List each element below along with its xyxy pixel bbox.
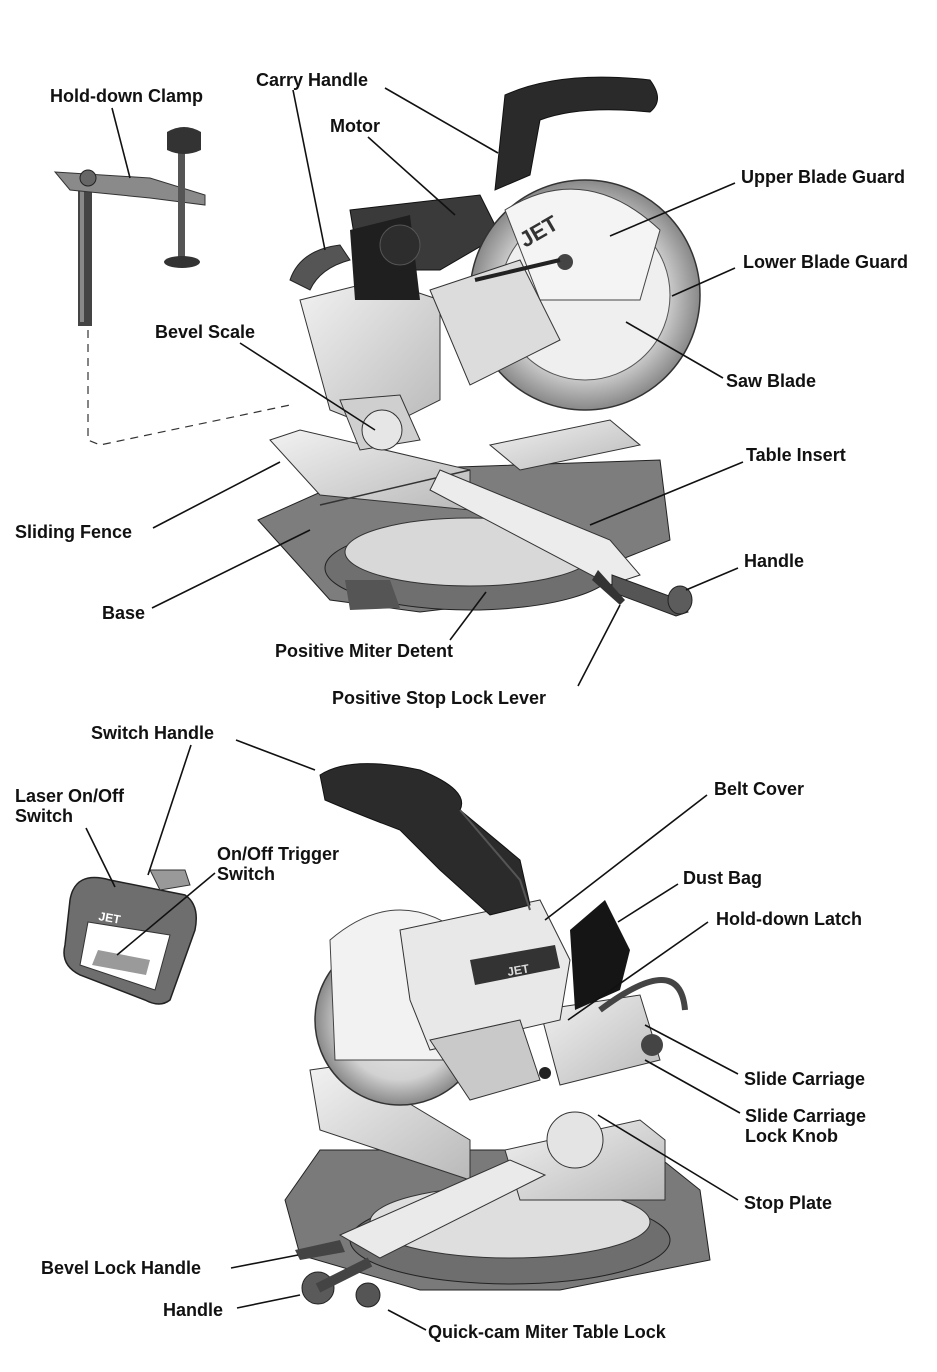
label-base: Base <box>102 603 146 623</box>
leader-lines-top <box>111 87 744 687</box>
label-upper-blade-guard: Upper Blade Guard <box>741 167 906 187</box>
label-handle-bottom: Handle <box>163 1300 224 1320</box>
label-positive-miter-detent: Positive Miter Detent <box>275 641 454 661</box>
label-lower-blade-guard: Lower Blade Guard <box>743 252 909 272</box>
jet-logo-belt: JET <box>506 961 531 979</box>
label-stop-plate: Stop Plate <box>744 1193 833 1213</box>
label-laser-switch: Laser On/Off Switch <box>15 786 125 826</box>
label-sliding-fence: Sliding Fence <box>15 522 133 542</box>
label-carry-handle: Carry Handle <box>256 70 369 90</box>
top-saw-body: JET <box>257 76 701 617</box>
bottom-saw-body: JET <box>284 763 711 1308</box>
label-slide-carriage-lock-knob: Slide Carriage Lock Knob <box>745 1106 867 1146</box>
switch-handle-inset: JET <box>63 869 197 1005</box>
leader-lines-bottom <box>85 739 741 1331</box>
label-belt-cover: Belt Cover <box>714 779 805 799</box>
label-handle-top: Handle <box>744 551 805 571</box>
label-hold-down-latch: Hold-down Latch <box>716 909 862 929</box>
label-quick-cam-lock: Quick-cam Miter Table Lock <box>428 1322 666 1342</box>
label-saw-blade: Saw Blade <box>726 371 817 391</box>
label-trigger-switch: On/Off Trigger Switch <box>217 844 340 884</box>
label-bevel-lock-handle: Bevel Lock Handle <box>41 1258 202 1278</box>
label-slide-carriage: Slide Carriage <box>744 1069 866 1089</box>
label-hold-down-clamp: Hold-down Clamp <box>50 86 203 106</box>
label-switch-handle: Switch Handle <box>91 723 215 743</box>
hold-down-clamp-part <box>53 127 291 446</box>
jet-logo-switch: JET <box>97 909 122 927</box>
label-table-insert: Table Insert <box>746 445 846 465</box>
label-bevel-scale: Bevel Scale <box>155 322 256 342</box>
label-positive-stop-lock-lever: Positive Stop Lock Lever <box>332 688 547 708</box>
label-motor: Motor <box>330 116 380 136</box>
label-dust-bag: Dust Bag <box>683 868 763 888</box>
